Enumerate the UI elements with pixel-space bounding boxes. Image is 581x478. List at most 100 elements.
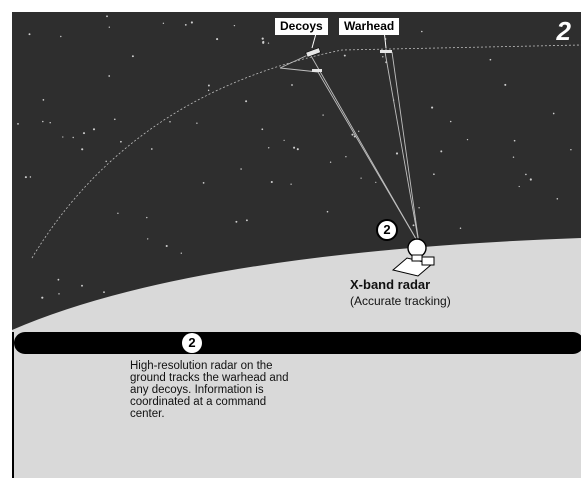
star <box>293 146 296 149</box>
star <box>103 291 105 294</box>
star <box>262 40 265 43</box>
star <box>113 118 116 121</box>
star <box>431 106 434 109</box>
star <box>233 24 236 27</box>
panel-number: 2 <box>556 16 571 46</box>
star <box>421 30 423 33</box>
star <box>180 252 182 254</box>
warhead-label: Warhead <box>339 18 400 35</box>
star <box>556 198 559 200</box>
star <box>106 15 108 18</box>
star <box>449 120 452 123</box>
star <box>28 33 31 36</box>
star <box>351 133 354 136</box>
step-banner: 2 <box>14 332 581 354</box>
star <box>412 224 415 227</box>
star <box>117 212 119 215</box>
star <box>150 148 153 150</box>
star <box>267 147 270 149</box>
star <box>165 244 168 248</box>
star <box>162 22 165 24</box>
star <box>459 227 462 230</box>
star <box>326 210 329 213</box>
star <box>17 123 19 125</box>
star <box>207 84 210 87</box>
star <box>291 84 293 86</box>
star <box>489 58 492 61</box>
decoys-label: Decoys <box>275 18 328 35</box>
panel-left-border <box>12 332 14 478</box>
star <box>290 183 292 185</box>
step-badge-radar: 2 <box>376 219 398 241</box>
star <box>216 38 219 41</box>
earth-ground <box>12 238 581 478</box>
star <box>358 130 360 132</box>
star <box>81 148 84 151</box>
star <box>283 139 285 141</box>
star <box>184 24 187 26</box>
star <box>525 173 527 176</box>
trajectory-arc <box>31 44 581 259</box>
star <box>245 219 248 222</box>
star <box>235 220 238 223</box>
warhead-object <box>380 50 392 53</box>
star <box>518 185 520 188</box>
star <box>529 178 532 181</box>
star <box>92 128 96 131</box>
star <box>207 89 210 92</box>
star <box>329 161 332 163</box>
star <box>105 160 107 163</box>
star <box>360 177 362 179</box>
star <box>513 139 516 142</box>
decoy-object <box>305 47 321 58</box>
star <box>147 238 149 240</box>
star <box>504 83 507 86</box>
star <box>512 156 515 158</box>
star <box>108 26 110 28</box>
star <box>345 156 347 158</box>
star <box>440 150 443 153</box>
x-band-radar-station <box>391 238 435 277</box>
stars <box>17 15 572 299</box>
star <box>108 75 111 77</box>
step-badge-banner: 2 <box>182 333 202 353</box>
star <box>42 120 44 123</box>
star <box>552 112 555 115</box>
diagram-canvas <box>12 12 581 478</box>
star <box>433 173 435 176</box>
star <box>343 54 346 57</box>
step-caption: High-resolution radar on the ground trac… <box>130 360 289 420</box>
star <box>131 55 134 58</box>
star <box>382 56 384 58</box>
star <box>41 296 44 299</box>
star <box>60 35 62 38</box>
star <box>570 148 572 151</box>
decoy-object-2 <box>312 69 322 72</box>
star <box>72 136 74 139</box>
star <box>42 99 45 101</box>
star <box>240 168 242 170</box>
star <box>24 176 27 179</box>
radar-beams <box>279 51 420 245</box>
star <box>322 114 324 116</box>
star <box>29 176 32 178</box>
star <box>267 42 270 44</box>
star <box>82 132 86 135</box>
diagram-scene: Decoys Warhead 2 2 X-band radar (Accurat… <box>12 12 581 478</box>
star <box>245 100 248 103</box>
star <box>57 278 60 281</box>
star <box>190 21 193 24</box>
star <box>81 284 83 287</box>
radar-title: X-band radar <box>350 277 431 292</box>
star <box>202 182 205 184</box>
star <box>466 138 469 141</box>
star <box>120 140 122 143</box>
star <box>196 122 198 124</box>
star <box>395 152 399 155</box>
radar-subtitle: (Accurate tracking) <box>350 294 451 308</box>
star <box>418 207 420 209</box>
star <box>270 180 273 184</box>
star <box>49 121 51 124</box>
star <box>169 121 171 123</box>
star <box>146 216 148 219</box>
